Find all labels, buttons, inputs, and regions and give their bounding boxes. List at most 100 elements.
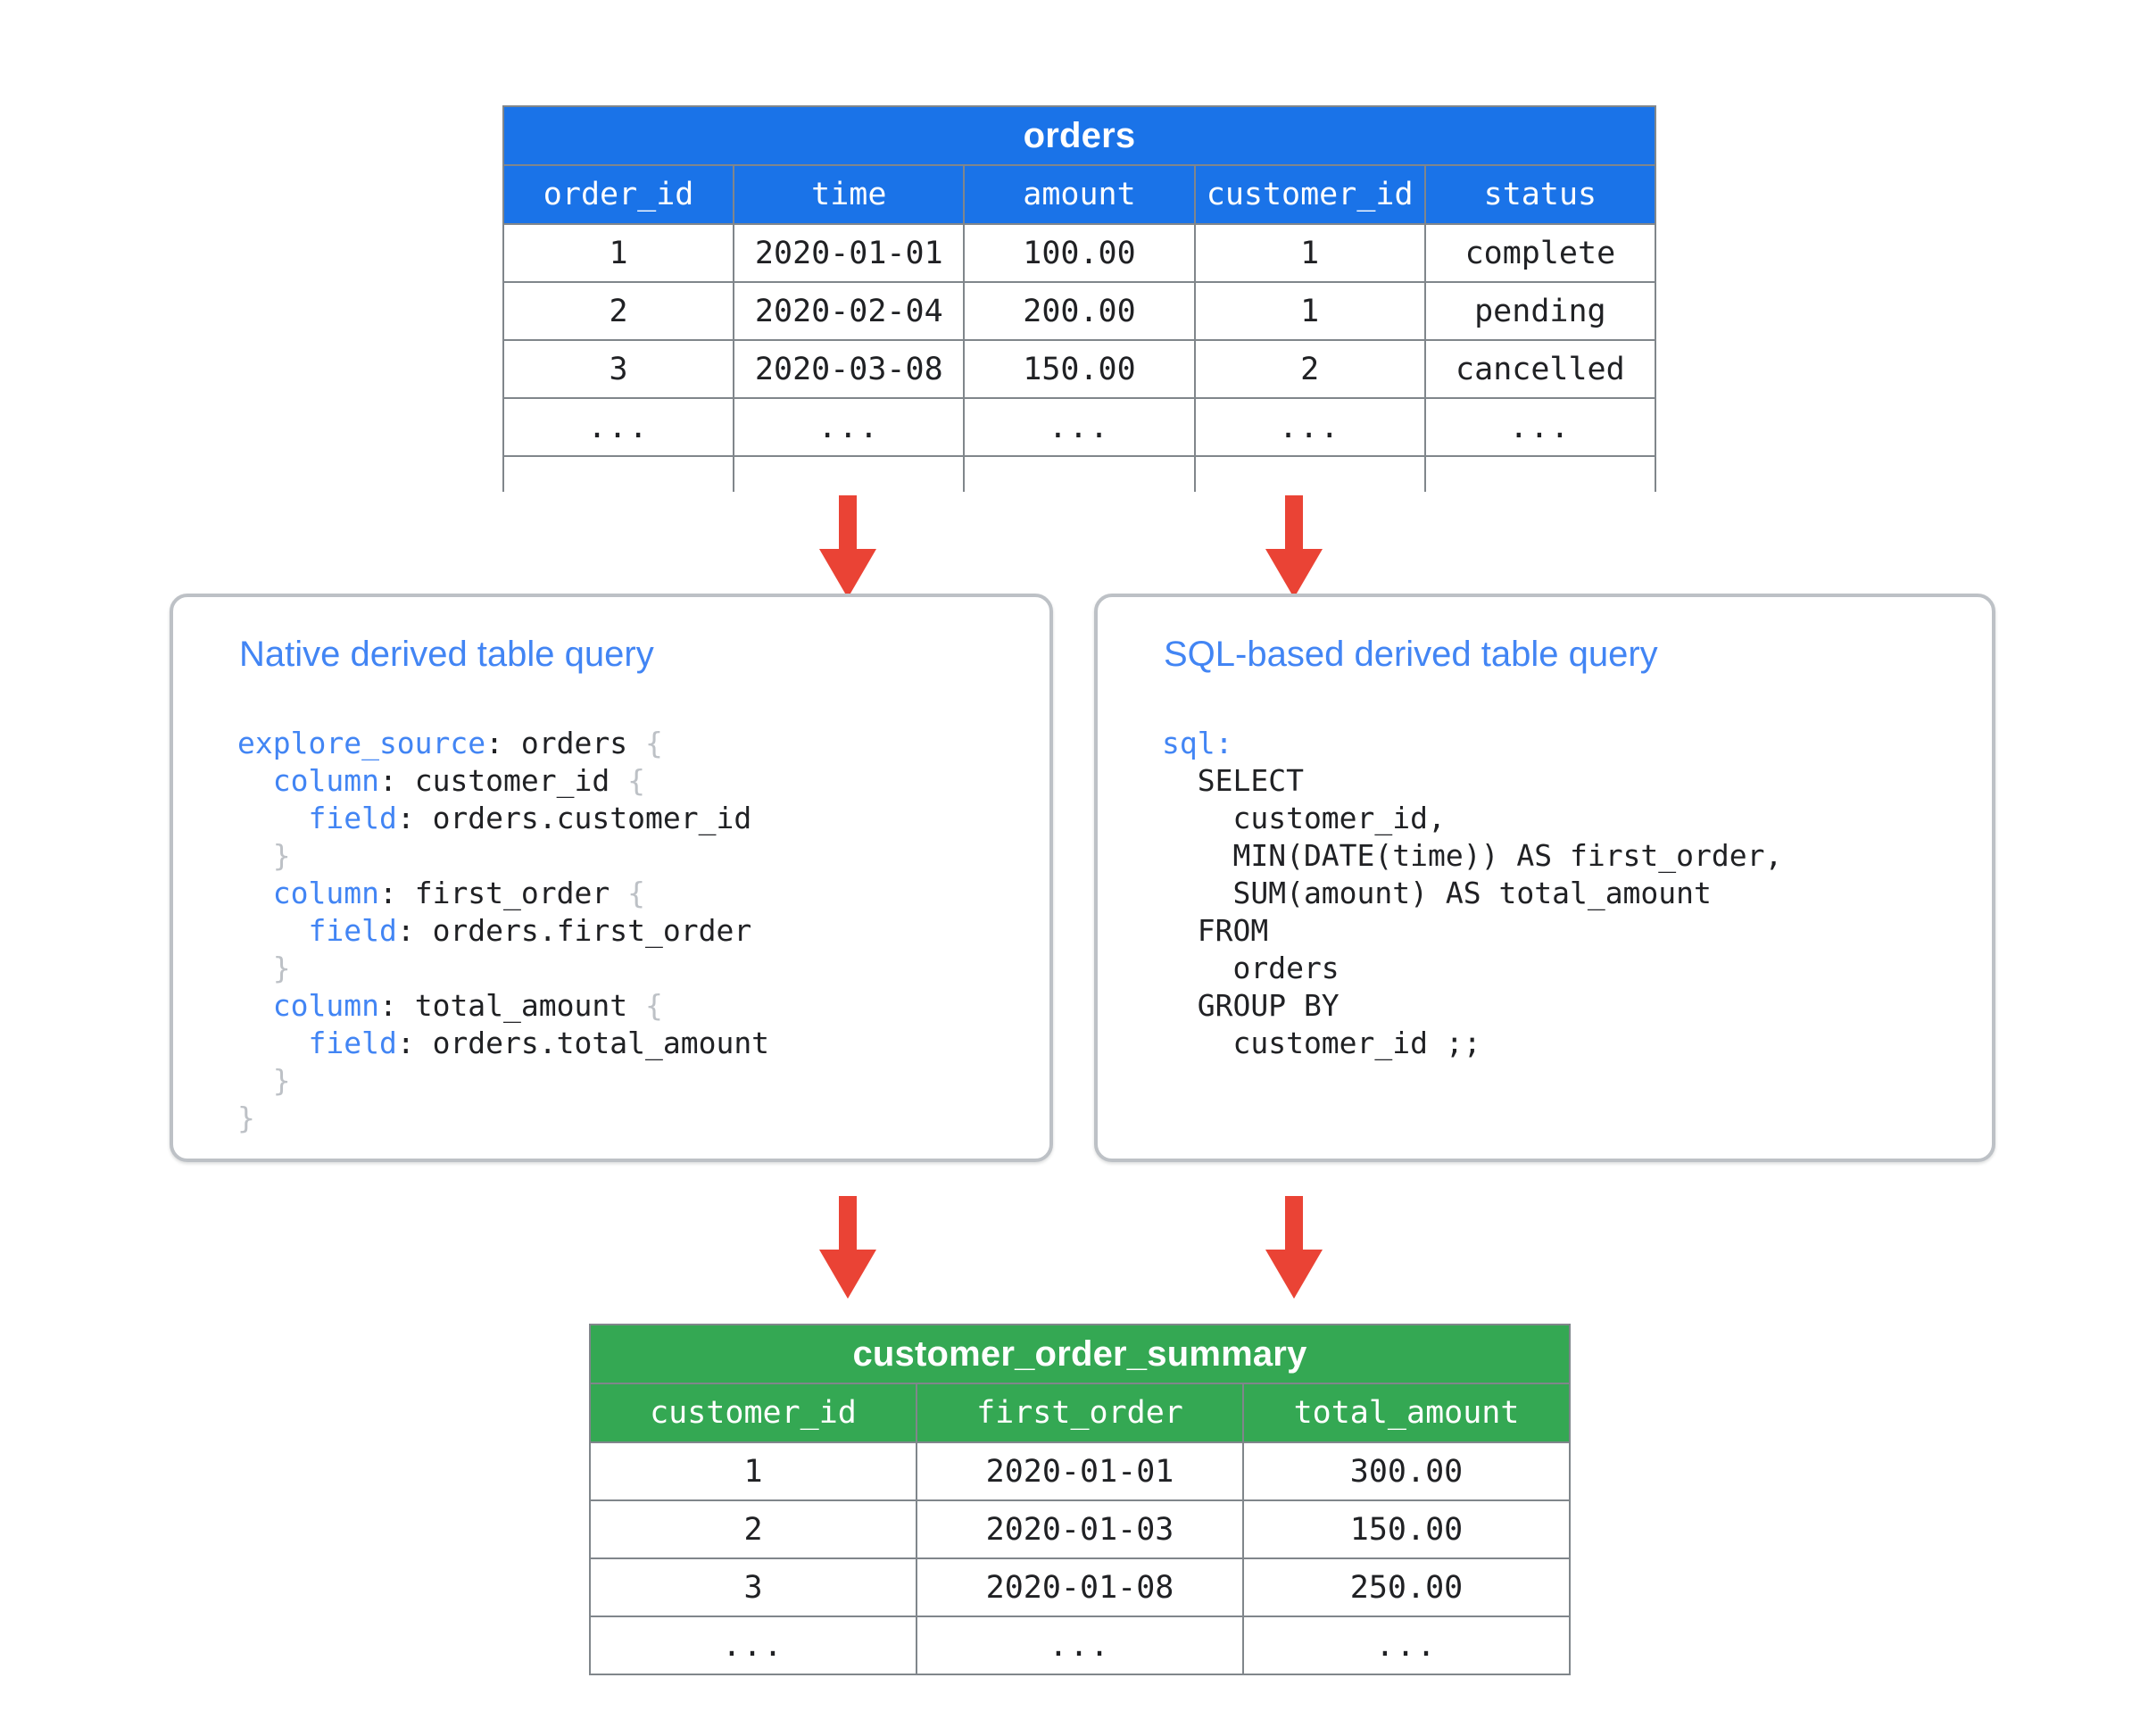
ellipsis-cell: ... — [963, 397, 1196, 457]
arrow-shaft — [1285, 1196, 1303, 1260]
code-token: : first_order — [378, 876, 610, 910]
code-token: { — [627, 988, 663, 1023]
code-token: } — [237, 951, 291, 985]
native-code-line: field: orders.total_amount — [237, 1025, 769, 1062]
sql-panel-title: SQL-based derived table query — [1164, 635, 1658, 674]
code-token: column — [272, 988, 379, 1023]
table-cell: 2020-01-01 — [733, 223, 966, 283]
native-panel-title: Native derived table query — [239, 635, 654, 674]
code-token: FROM — [1162, 913, 1269, 948]
code-token: } — [237, 1063, 291, 1098]
native-derived-table-panel: Native derived table query explore_sourc… — [170, 594, 1053, 1162]
arrow-orders-to-sql — [1265, 495, 1323, 598]
code-token: SELECT — [1162, 763, 1304, 798]
column-header: customer_id — [589, 1383, 917, 1443]
code-token: { — [610, 763, 645, 798]
column-header: time — [733, 164, 966, 225]
summary-table-title-row: customer_order_summary — [589, 1324, 1571, 1384]
code-token: } — [237, 1101, 255, 1135]
arrow-head — [1265, 549, 1323, 598]
ellipsis-cell: ... — [589, 1616, 917, 1675]
sql-code-line: sql: — [1162, 725, 1782, 762]
code-token: : total_amount — [378, 988, 628, 1023]
truncated-cell — [733, 455, 966, 492]
table-row-truncated — [502, 455, 1657, 492]
code-token: field — [308, 1026, 397, 1060]
sql-panel-code: sql: SELECT customer_id, MIN(DATE(time))… — [1162, 725, 1782, 1062]
sql-code-line: FROM — [1162, 912, 1782, 950]
code-token: customer_id, — [1162, 801, 1446, 835]
code-token: : — [485, 726, 521, 760]
truncated-cell — [963, 455, 1196, 492]
native-code-line: column: first_order { — [237, 875, 769, 912]
native-code-line: column: total_amount { — [237, 987, 769, 1025]
sql-code-line: MIN(DATE(time)) AS first_order, — [1162, 837, 1782, 875]
code-token: : orders.customer_id — [396, 801, 752, 835]
sql-code-line: customer_id ;; — [1162, 1025, 1782, 1062]
native-code-line: } — [237, 1062, 769, 1100]
table-cell: 1 — [502, 223, 735, 283]
arrow-head — [819, 1250, 876, 1299]
table-cell: 300.00 — [1242, 1441, 1571, 1501]
ellipsis-cell: ... — [1193, 397, 1426, 457]
table-cell: 1 — [1193, 281, 1426, 341]
sql-code-line: SUM(amount) AS total_amount — [1162, 875, 1782, 912]
table-cell: 2 — [502, 281, 735, 341]
code-token: orders — [1162, 951, 1340, 985]
table-row-ellipsis: ............... — [502, 397, 1657, 457]
sql-code-line: GROUP BY — [1162, 987, 1782, 1025]
ellipsis-cell: ... — [1242, 1616, 1571, 1675]
table-cell: 2 — [1193, 339, 1426, 399]
native-code-line: } — [237, 837, 769, 875]
sql-code-line: SELECT — [1162, 762, 1782, 800]
column-header: status — [1423, 164, 1657, 225]
code-token: column — [272, 763, 379, 798]
code-token: field — [308, 801, 397, 835]
code-token — [237, 801, 308, 835]
native-code-line: column: customer_id { — [237, 762, 769, 800]
code-token: customer_id ;; — [1162, 1026, 1481, 1060]
code-token: { — [610, 876, 645, 910]
native-code-line: field: orders.first_order — [237, 912, 769, 950]
table-cell: 2020-03-08 — [733, 339, 966, 399]
code-token: : customer_id — [378, 763, 610, 798]
table-cell: 2 — [589, 1499, 917, 1559]
code-token: orders — [520, 726, 628, 760]
code-token: sql: — [1162, 726, 1233, 760]
table-cell: complete — [1423, 223, 1657, 283]
table-cell: 200.00 — [963, 281, 1196, 341]
orders-table-title-row: orders — [502, 105, 1656, 166]
table-cell: 2020-02-04 — [733, 281, 966, 341]
arrow-shaft — [839, 1196, 857, 1260]
arrow-native-to-summary — [819, 1196, 876, 1299]
code-token: explore_source — [237, 726, 486, 760]
table-cell: 3 — [502, 339, 735, 399]
native-code-line: } — [237, 1100, 769, 1137]
column-header: amount — [963, 164, 1196, 225]
column-header: total_amount — [1242, 1383, 1571, 1443]
code-token — [237, 1026, 308, 1060]
orders-table-name: orders — [502, 105, 1656, 166]
table-cell: 150.00 — [1242, 1499, 1571, 1559]
table-cell: 250.00 — [1242, 1557, 1571, 1617]
code-token — [237, 913, 308, 948]
code-token — [237, 988, 273, 1023]
table-cell: cancelled — [1423, 339, 1657, 399]
table-cell: 2020-01-08 — [916, 1557, 1244, 1617]
truncated-cell — [502, 455, 735, 492]
arrow-orders-to-native — [819, 495, 876, 598]
sql-derived-table-panel: SQL-based derived table query sql: SELEC… — [1094, 594, 1995, 1162]
code-token: SUM(amount) AS total_amount — [1162, 876, 1712, 910]
arrow-shaft — [839, 495, 857, 560]
